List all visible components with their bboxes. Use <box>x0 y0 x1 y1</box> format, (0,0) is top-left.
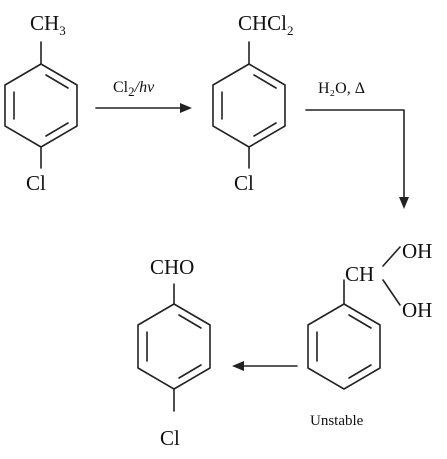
reactant-molecule: CH3 Cl <box>4 11 78 195</box>
dichloromethyl-label: CHCl2 <box>238 11 294 38</box>
oh-label-upper: OH <box>402 239 432 263</box>
product-ring-double-bond <box>178 364 202 379</box>
arrow-step1: Cl2/hv <box>95 79 192 113</box>
diol-ring-double-bond <box>348 314 372 329</box>
arrow-step3 <box>232 361 298 371</box>
reactant-benzene-ring <box>4 63 78 148</box>
reactant-ring-double-bond <box>45 122 69 137</box>
oh-label-lower: OH <box>402 298 432 322</box>
intermediate-ring-double-bond <box>253 122 277 137</box>
aldehyde-label: CHO <box>150 255 194 279</box>
arrow-head <box>180 103 192 113</box>
intermediate-benzene-ring <box>212 63 286 148</box>
product-ring-double-bond <box>178 314 202 329</box>
intermediate-ring-double-bond <box>253 74 277 89</box>
arrow-shaft <box>305 109 405 199</box>
methyl-label: CH3 <box>30 11 66 38</box>
product-benzene-ring <box>137 303 211 390</box>
diol-benzene-ring <box>307 303 381 390</box>
arrow-head <box>399 197 409 209</box>
step2-conditions: H₂O, Δ <box>318 80 365 97</box>
diol-ring-double-bond <box>348 364 372 379</box>
unstable-diol-molecule: CH OH OH Unstable <box>307 239 432 429</box>
product-molecule: CHO Cl <box>137 255 211 450</box>
product-chloro-label: Cl <box>160 426 180 450</box>
reactant-chloro-label: Cl <box>26 171 46 195</box>
oh-bond-upper <box>382 246 401 267</box>
intermediate-chloro-label: Cl <box>234 171 254 195</box>
unstable-note: Unstable <box>310 413 364 429</box>
ch-label: CH <box>345 262 374 286</box>
oh-bond-lower <box>382 279 401 306</box>
reactant-ring-double-bond <box>45 74 69 89</box>
step1-reagent: Cl2/hv <box>113 79 155 99</box>
intermediate-molecule: CHCl2 Cl <box>212 11 294 195</box>
arrow-head <box>232 361 244 371</box>
arrow-step2: H₂O, Δ <box>305 80 409 209</box>
